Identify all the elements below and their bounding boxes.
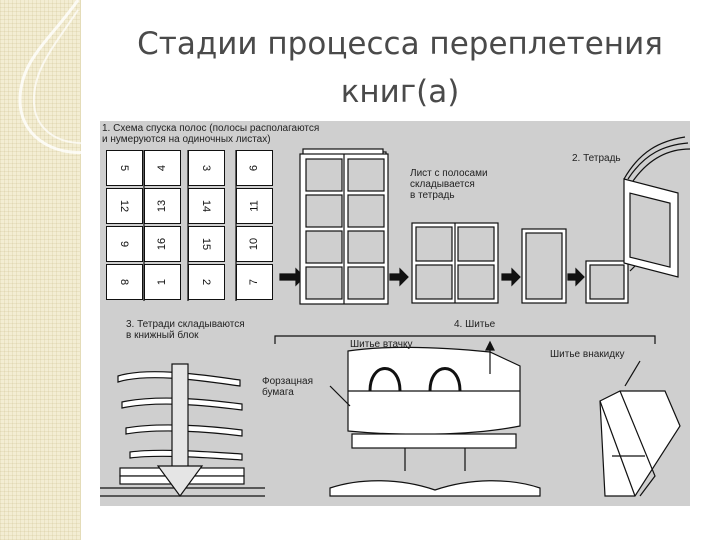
sheet-folding-illustration	[143, 136, 690, 305]
sheet-label-line3: в тетрадь	[410, 190, 455, 201]
sheet-label-line2: складывается	[410, 179, 475, 190]
page-cell: 6	[236, 150, 273, 186]
sewing-through-label: Шитье втачку	[350, 339, 413, 350]
binding-stages-figure: 1. Схема спуска полос (полосы располагаю…	[100, 121, 690, 506]
step4-label: 4. Шитье	[454, 319, 496, 330]
step2-label: 2. Тетрадь	[572, 153, 621, 164]
slide-title-line2: книг(а)	[340, 74, 460, 110]
page-cell: 16	[144, 226, 181, 262]
endpaper-label-line1: Форзацная	[262, 376, 313, 387]
step3-label-line1: 3. Тетради складываются	[126, 319, 245, 330]
step1-label-line2: и нумеруются на одиночных листах)	[102, 134, 271, 145]
step1-label-line1: 1. Схема спуска полос (полосы располагаю…	[102, 123, 320, 134]
slide-title-line1: Стадии процесса переплетения	[137, 26, 663, 62]
sheet-label-line1: Лист с полосами	[410, 168, 488, 179]
endpaper-label-line2: бумага	[262, 387, 294, 398]
decorative-swirl	[18, 0, 105, 155]
page-cell: 8	[106, 264, 143, 300]
page-cell: 14	[188, 188, 225, 224]
step3-label-line2: в книжный блок	[126, 330, 199, 341]
page-cell: 9	[106, 226, 143, 262]
sewing-overlap-label: Шитье внакидку	[550, 349, 625, 360]
decorative-side-strip	[0, 0, 80, 540]
page-cell: 5	[106, 150, 143, 186]
side-divider	[80, 0, 81, 540]
page-cell: 12	[106, 188, 143, 224]
page-cell: 4	[144, 150, 181, 186]
block-and-sewing-illustration	[100, 335, 681, 498]
